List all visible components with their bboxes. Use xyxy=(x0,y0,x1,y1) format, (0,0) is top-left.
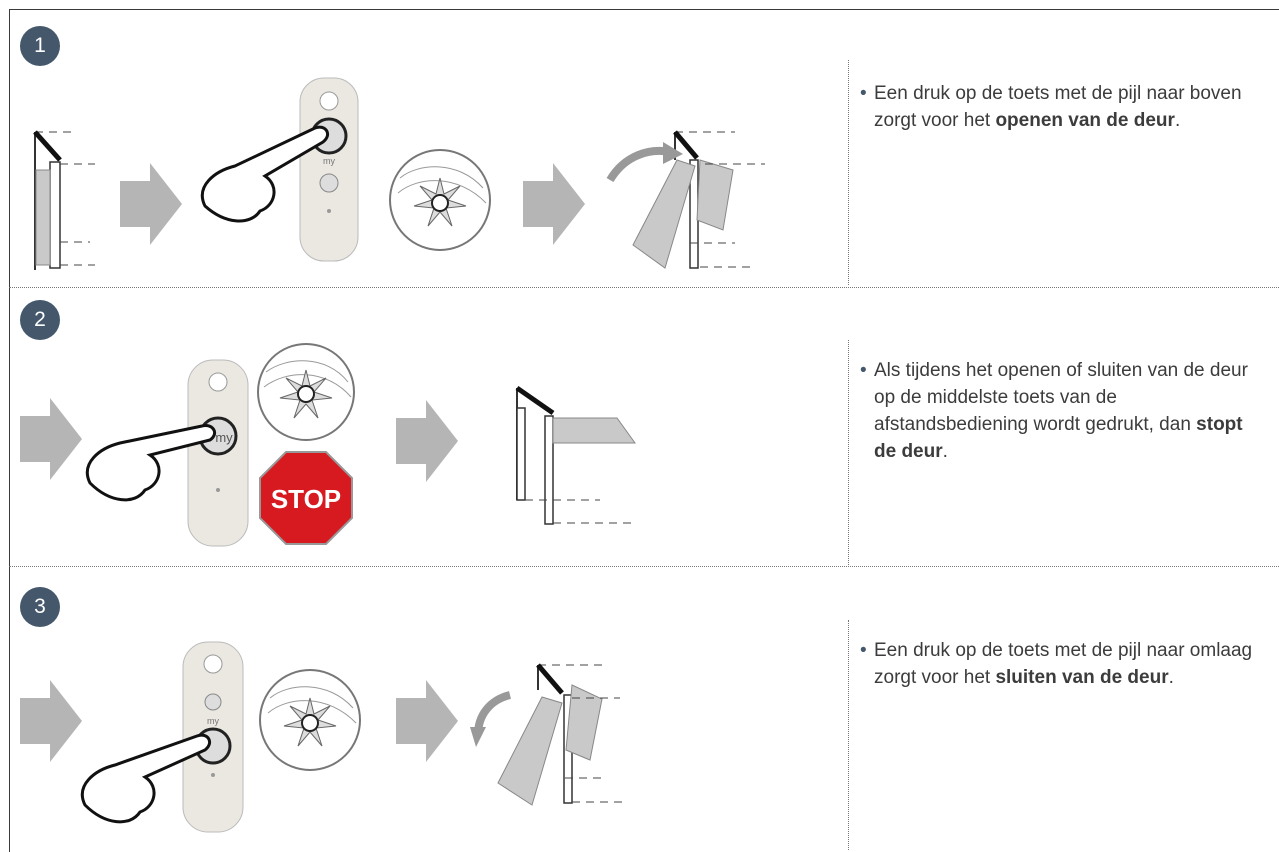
bullet-icon: • xyxy=(860,83,867,104)
svg-text:my: my xyxy=(207,716,219,726)
svg-text:my: my xyxy=(215,430,233,445)
bullet-icon: • xyxy=(860,360,867,381)
arrow-right-icon xyxy=(20,680,82,762)
step-number-badge: 1 xyxy=(20,26,60,66)
remote-press-down-illustration: my xyxy=(80,641,244,833)
arrow-right-icon xyxy=(20,398,82,480)
instruction-frame xyxy=(9,9,1279,852)
step-divider xyxy=(9,566,1279,567)
stop-sign-icon: STOP xyxy=(259,451,353,545)
led-flash-icon xyxy=(257,343,355,441)
door-stopped-illustration xyxy=(515,385,636,525)
svg-text:my: my xyxy=(323,156,335,166)
column-divider xyxy=(848,620,849,850)
remote-press-my-illustration: my xyxy=(85,359,249,547)
door-closing-illustration xyxy=(470,663,625,806)
step-description: • Een druk op de toets met de pijl naar … xyxy=(860,80,1260,134)
led-flash-icon xyxy=(389,149,491,251)
svg-text:STOP: STOP xyxy=(271,484,341,514)
step-description: • Een druk op de toets met de pijl naar … xyxy=(860,637,1260,691)
step-number-badge: 2 xyxy=(20,300,60,340)
step-description: • Als tijdens het openen of sluiten van … xyxy=(860,357,1260,465)
arrow-right-icon xyxy=(120,163,182,245)
remote-press-up-illustration: my xyxy=(200,77,359,262)
bullet-icon: • xyxy=(860,640,867,661)
arrow-right-icon xyxy=(396,400,458,482)
arrow-right-icon xyxy=(523,163,585,245)
column-divider xyxy=(848,340,849,565)
arrow-right-icon xyxy=(396,680,458,762)
column-divider xyxy=(848,60,849,285)
door-opening-illustration xyxy=(606,130,765,269)
door-closed-illustration xyxy=(33,130,95,270)
step-number-badge: 3 xyxy=(20,587,60,627)
step-divider xyxy=(9,287,1279,288)
led-flash-icon xyxy=(259,669,361,771)
